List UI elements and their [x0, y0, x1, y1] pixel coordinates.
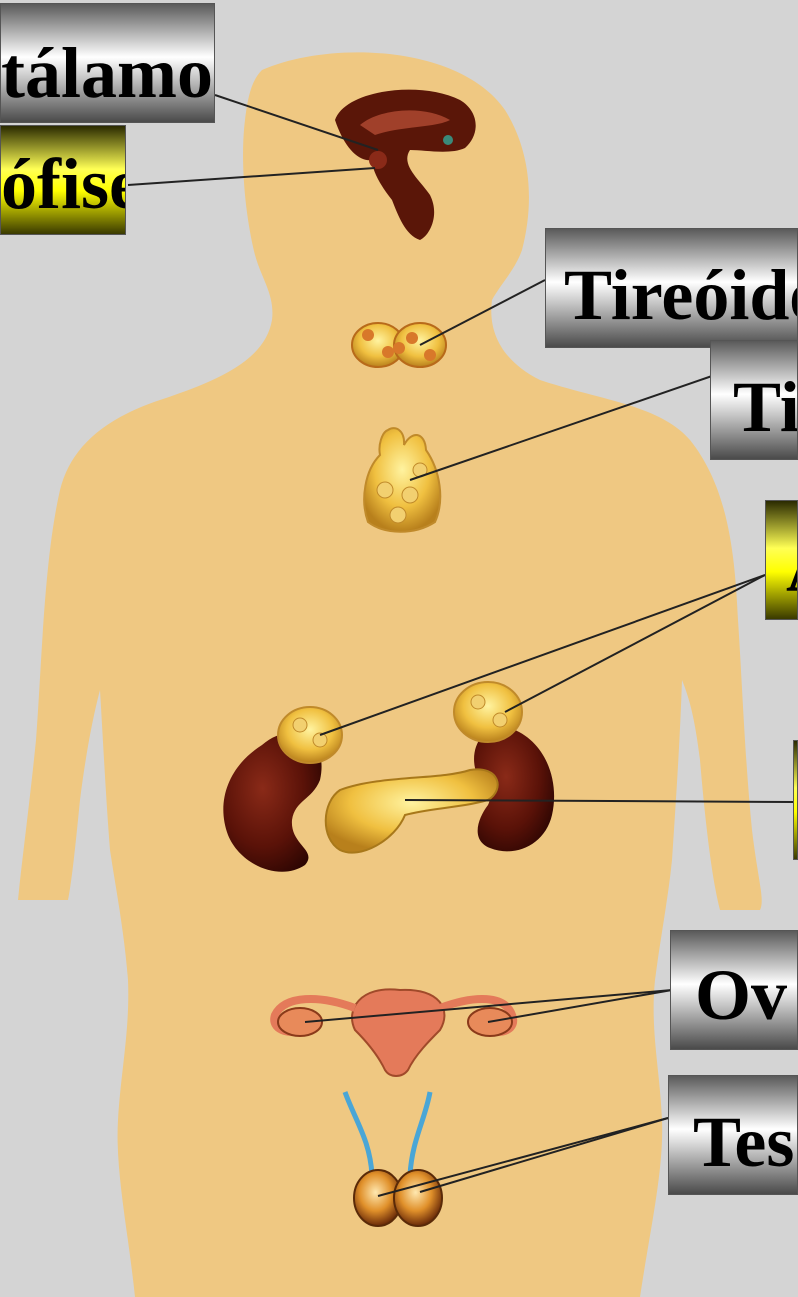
label-timo: Ti: [710, 340, 798, 460]
label-pancreas: [793, 740, 798, 860]
left-adrenal-gland: [278, 707, 342, 763]
label-hipotalamo-text: tálamo: [1, 37, 190, 109]
label-tireoide-text: Tireóide: [564, 259, 797, 331]
pituitary-gland: [369, 151, 387, 169]
label-tireoide: Tireóide: [545, 228, 798, 348]
pineal-gland: [443, 135, 453, 145]
label-testiculos-text: Tes: [693, 1106, 797, 1178]
right-testis: [394, 1170, 442, 1226]
label-adrenais-text: A: [786, 531, 797, 603]
label-hipofise-text: ófise: [1, 148, 103, 220]
label-hipotalamo: tálamo: [0, 3, 215, 123]
label-testiculos: Tes: [668, 1075, 798, 1195]
label-ovarios-text: Ov: [695, 959, 797, 1031]
label-ovarios: Ov: [670, 930, 798, 1050]
label-adrenais: A: [765, 500, 798, 620]
label-timo-text: Ti: [733, 371, 797, 443]
right-adrenal-gland: [454, 682, 522, 742]
label-hipofise: ófise: [0, 125, 126, 235]
